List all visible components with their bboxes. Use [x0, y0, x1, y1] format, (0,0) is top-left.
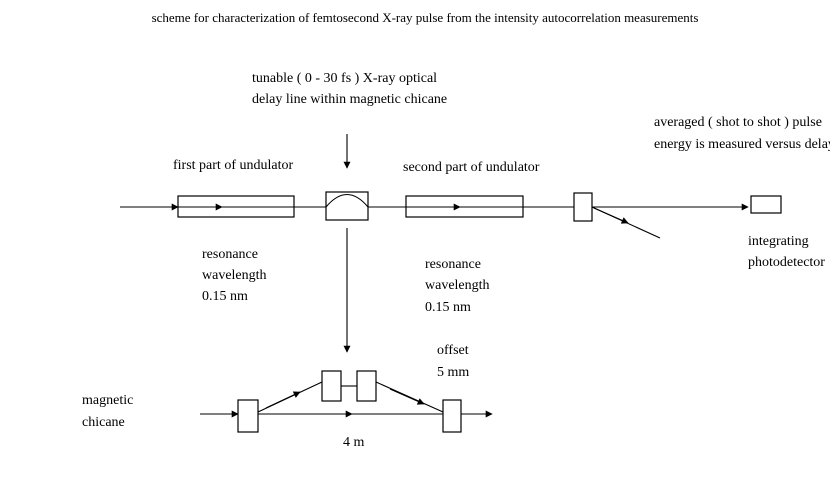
resonance-2-line1: resonance — [425, 257, 481, 272]
chicane-dipole-4 — [442, 399, 462, 433]
chicane-curve — [325, 193, 369, 208]
deflected-beam-arrow — [593, 207, 629, 224]
resonance-1-line3: 0.15 nm — [202, 289, 248, 304]
resonance-1-line1: resonance — [202, 247, 258, 262]
chicane-label-1: magnetic — [82, 393, 133, 408]
delay-line-label-1: tunable ( 0 - 30 fs ) X-ray optical — [252, 71, 437, 86]
chicane-dipole-1 — [237, 399, 259, 433]
diagram-title: scheme for characterization of femtoseco… — [152, 10, 699, 25]
offset-label-1: offset — [437, 343, 469, 358]
beam-splitter — [573, 192, 593, 222]
chicane-dipole-2 — [321, 370, 342, 402]
chicane-upper-arrow-out — [389, 388, 425, 405]
chicane-upper-arrow-in — [265, 391, 301, 409]
pulse-energy-label-1: averaged ( shot to shot ) pulse — [654, 115, 822, 130]
first-undulator-label: first part of undulator — [173, 158, 293, 173]
offset-label-2: 5 mm — [437, 365, 469, 380]
resonance-2-line3: 0.15 nm — [425, 300, 471, 315]
chicane-upper-path-out — [375, 381, 444, 413]
resonance-1-line2: wavelength — [202, 268, 267, 283]
resonance-2-line2: wavelength — [425, 278, 490, 293]
chicane-label-2: chicane — [82, 415, 125, 430]
detector-label-1: integrating — [748, 234, 809, 249]
detector-label-2: photodetector — [748, 255, 825, 270]
distance-label: 4 m — [343, 435, 365, 450]
chicane-dipole-3 — [356, 370, 377, 402]
pulse-energy-label-2: energy is measured versus delay — [654, 137, 830, 152]
second-undulator-label: second part of undulator — [403, 160, 540, 175]
integrating-photodetector — [750, 195, 782, 214]
delay-line-box — [325, 191, 369, 221]
delay-line-label-2: delay line within magnetic chicane — [252, 92, 447, 107]
